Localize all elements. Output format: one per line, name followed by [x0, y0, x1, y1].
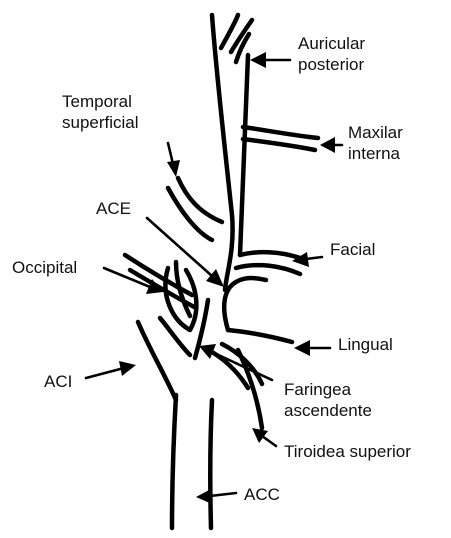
label-faringea-ascendente: Faringea ascendente	[284, 379, 372, 421]
label-temporal-superficial: Temporal superficial	[62, 91, 139, 133]
arrow-temporal	[168, 143, 173, 164]
label-acc: ACC	[244, 484, 280, 505]
arrow-maxilar-head	[320, 137, 335, 153]
arrow-acc-head	[196, 489, 212, 504]
arrow-tiroidea-head	[252, 428, 268, 443]
lingual-branch	[228, 330, 292, 342]
label-lingual: Lingual	[338, 334, 393, 355]
label-ace: ACE	[96, 198, 131, 219]
maxilar-branch-lower	[243, 139, 315, 150]
label-occipital: Occipital	[12, 257, 77, 278]
ace-right-wall	[240, 55, 248, 255]
label-facial: Facial	[330, 239, 375, 260]
maxilar-branch-upper	[243, 127, 318, 138]
lingual-loop	[224, 278, 266, 330]
label-auricular-posterior: Auricular posterior	[298, 33, 365, 75]
arrow-tiroidea	[262, 436, 276, 446]
acc-right-wall	[210, 400, 212, 528]
arrow-aci	[86, 368, 124, 378]
arrow-ace	[147, 218, 212, 276]
facial-branch-upper	[240, 252, 300, 258]
arrow-lingual-head	[294, 340, 310, 356]
label-aci: ACI	[44, 371, 72, 392]
arrow-auricular-head	[250, 52, 266, 68]
facial-branch-lower	[236, 265, 300, 274]
label-tiroidea-superior: Tiroidea superior	[284, 441, 411, 462]
arrow-aci-head	[119, 361, 136, 376]
arrow-temporal-head	[167, 160, 180, 177]
acc-left-wall	[172, 395, 176, 528]
arrow-facial	[306, 257, 322, 259]
ace-left-wall	[212, 15, 233, 290]
label-maxilar-interna: Maxilar interna	[348, 122, 403, 164]
arrow-acc	[210, 493, 236, 496]
aci-right-wall	[160, 318, 190, 355]
